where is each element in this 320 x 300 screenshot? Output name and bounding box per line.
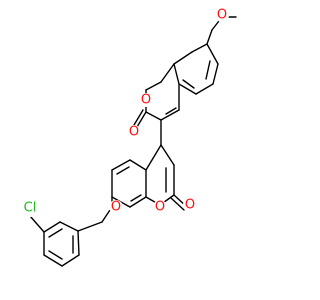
bond	[165, 107, 177, 115]
bond	[111, 159, 131, 171]
bond	[61, 254, 80, 267]
bond	[130, 194, 142, 202]
bonds	[29, 16, 237, 267]
bond	[182, 79, 195, 89]
atom-Cl: Cl	[21, 199, 39, 217]
atom-label: O	[129, 125, 139, 140]
bond	[173, 51, 193, 65]
atom-O-carbonyl-top: O	[127, 125, 141, 140]
bond	[212, 63, 219, 85]
bond	[133, 109, 144, 126]
bond	[145, 144, 162, 171]
atom-label: O	[155, 200, 165, 215]
atom-O-methoxy: O	[215, 8, 229, 23]
bond	[195, 83, 214, 95]
atom-label: O	[141, 93, 151, 108]
bond	[178, 83, 197, 95]
bond	[206, 43, 219, 65]
atom-O-carbonyl-bottom: O	[183, 198, 197, 213]
bond	[173, 63, 180, 85]
bond	[48, 250, 63, 260]
bond	[129, 196, 147, 208]
bond	[48, 228, 63, 238]
bond	[29, 215, 45, 233]
bond	[160, 63, 175, 83]
bond	[77, 221, 103, 232]
atom-label: O	[111, 200, 121, 215]
bond	[129, 159, 147, 171]
bond	[145, 81, 162, 91]
bond	[111, 196, 131, 208]
bond	[206, 29, 213, 45]
bond	[205, 60, 211, 80]
bond	[43, 254, 63, 267]
bond	[59, 221, 79, 232]
bond	[170, 197, 185, 211]
bond	[145, 111, 162, 121]
bond	[77, 230, 80, 256]
molecule-structure-diagram: O O O O O O Cl	[21, 7, 237, 267]
bond	[136, 111, 147, 128]
atom-O-ether: O	[109, 200, 123, 215]
atom-label: O	[217, 8, 227, 23]
atom-O-ring-top: O	[139, 93, 153, 108]
atom-label: O	[185, 198, 195, 213]
atom-labels: O O O O O O Cl	[21, 8, 229, 217]
bond	[160, 109, 180, 121]
bond	[191, 43, 208, 53]
molecule-svg: O O O O O O Cl	[21, 7, 237, 267]
atom-O-ring-bottom: O	[153, 200, 167, 215]
bond	[116, 166, 130, 175]
atom-label: Cl	[24, 201, 37, 216]
bond	[43, 221, 61, 233]
bond	[160, 144, 175, 166]
